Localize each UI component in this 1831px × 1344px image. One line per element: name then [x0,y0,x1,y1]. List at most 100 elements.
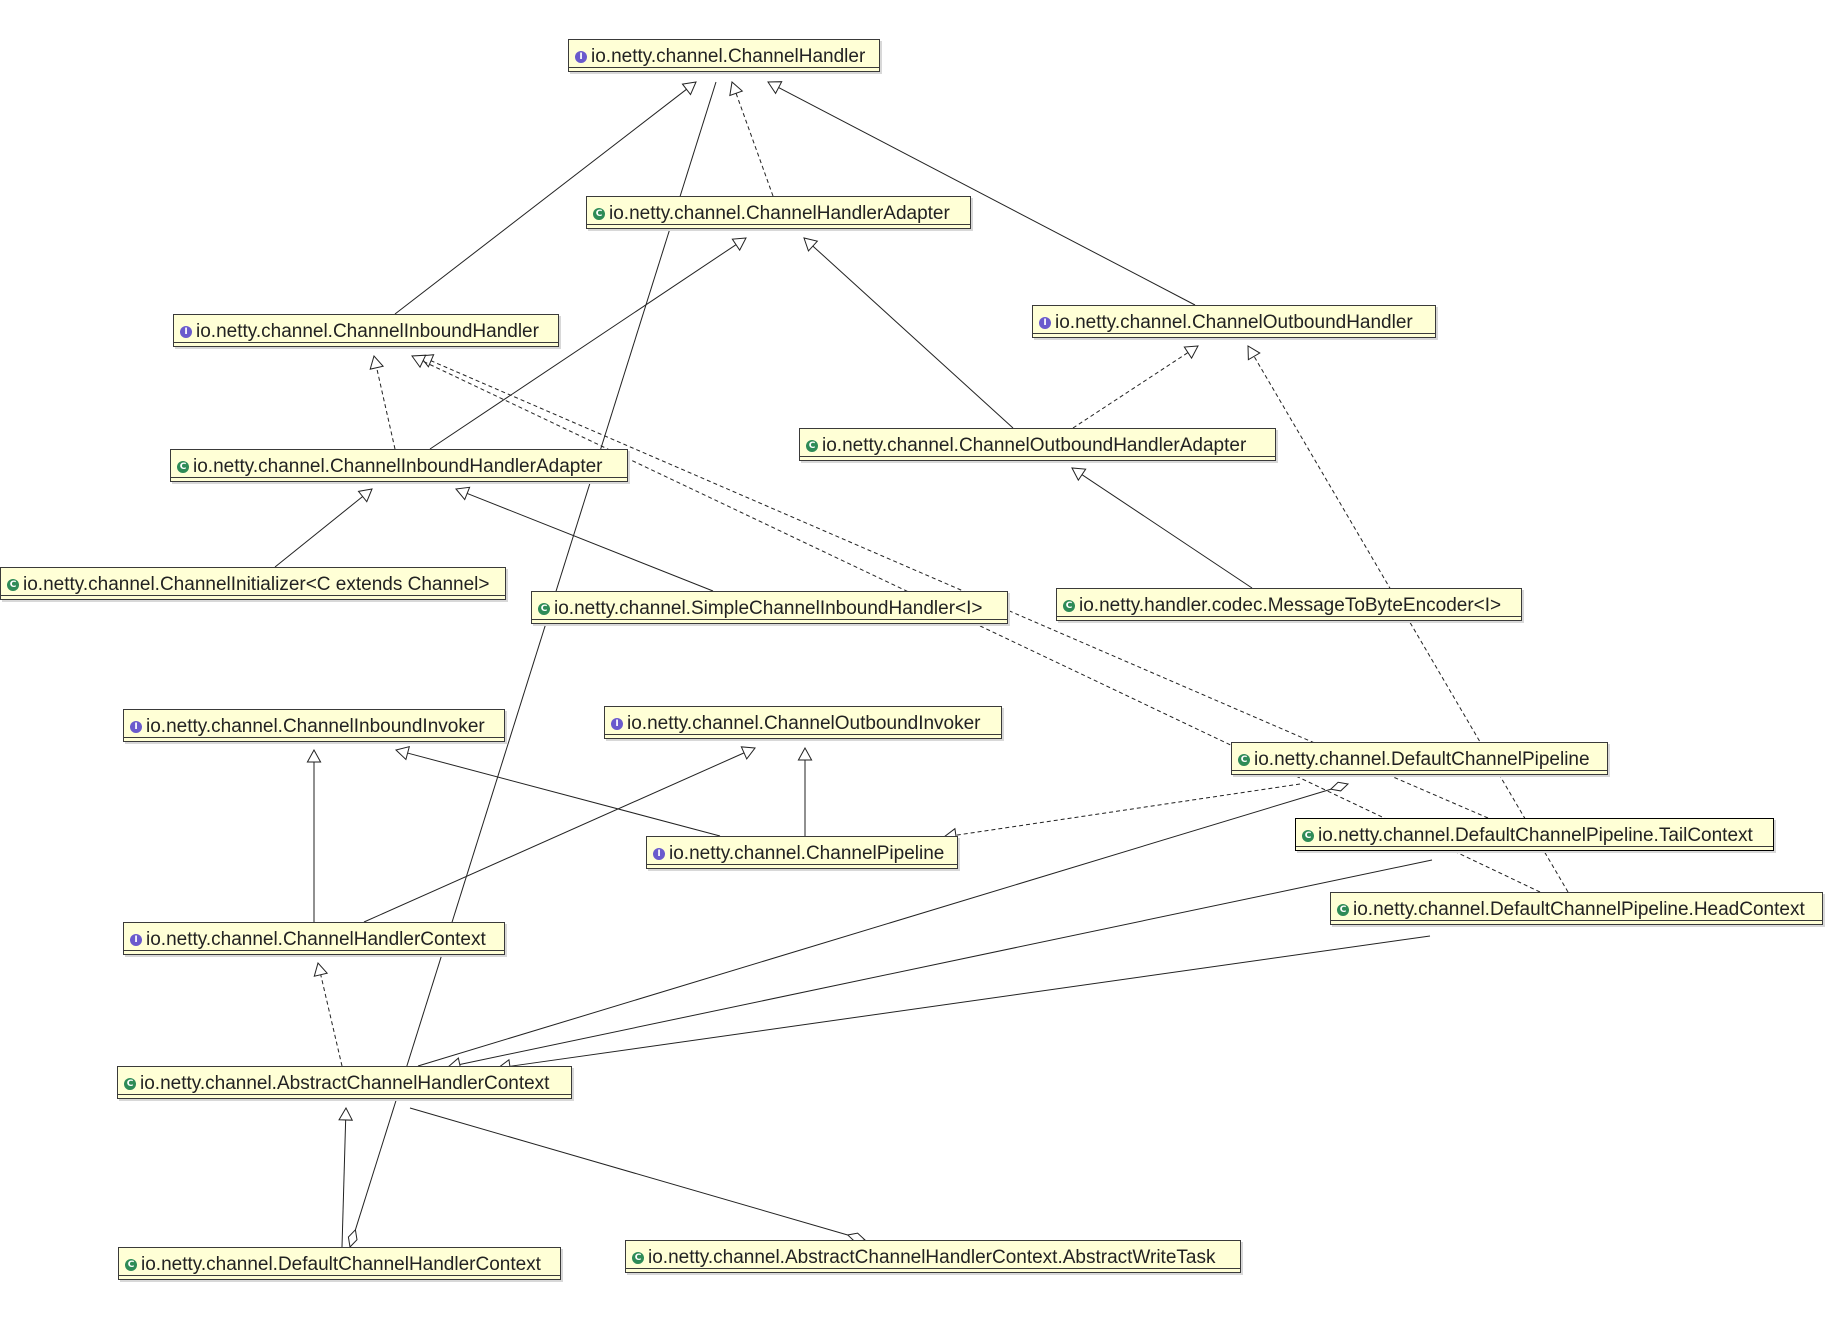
inheritance-arrowhead [729,81,744,97]
edge-extends-inbound-to-handler [394,81,697,315]
edge-aggregation-defaultCtx-to-handler [347,81,717,1249]
edge-implements-inboundAdapter-to-inbound [369,354,396,450]
interface-icon: I [611,718,623,730]
inheritance-arrowhead [369,354,385,370]
edge-implements-outboundAdapter-to-outbound [1072,345,1199,429]
class-name-label: io.netty.channel.ChannelOutboundHandlerA… [822,435,1247,456]
class-name-label: io.netty.channel.SimpleChannelInboundHan… [554,598,983,619]
inheritance-arrowhead [313,961,329,977]
class-icon: C [7,579,19,591]
inheritance-arrowhead [803,237,819,252]
interface-icon: I [653,848,665,860]
class-name-label: io.netty.channel.ChannelPipeline [669,843,945,864]
edge-extends-encoder-to-outboundAdapter [1071,467,1253,589]
edge-extends-defaultCtx-to-abstractCtx [338,1106,354,1248]
class-icon: C [1238,754,1250,766]
class-icon: C [124,1078,136,1090]
class-name-label: io.netty.channel.ChannelInboundHandlerAd… [193,456,603,477]
class-icon: C [538,603,550,615]
class-icon: C [125,1259,137,1271]
edge-aggregation-defaultPipeline-to-abstractCtx [417,781,1350,1067]
interface-icon: I [180,326,192,338]
edge-extends-pipeline-to-outboundInvoker [797,746,813,836]
class-icon: C [1337,904,1349,916]
aggregation-diamond [347,1228,358,1249]
class-name-label: io.netty.channel.DefaultChannelPipeline.… [1353,899,1805,920]
inheritance-arrowhead [306,748,322,763]
edge-extends-outbound-to-handler [767,81,1196,306]
edge-implements-defaultPipeline-to-pipeline [942,783,1301,843]
class-name-label: io.netty.channel.AbstractChannelHandlerC… [648,1247,1216,1268]
edge-extends-ctx-to-inboundInvoker [306,748,322,922]
class-name-label: io.netty.channel.ChannelOutboundInvoker [627,713,981,734]
inheritance-arrowhead [1071,467,1087,482]
class-icon: C [632,1252,644,1264]
interface-icon: I [1039,317,1051,329]
edge-extends-head-to-abstractCtx [496,935,1431,1074]
inheritance-arrowhead [338,1106,354,1121]
class-icon: C [1063,600,1075,612]
edge-extends-initializer-to-inboundAdapter [274,488,373,568]
class-icon: C [593,208,605,220]
class-name-label: io.netty.channel.ChannelInboundInvoker [146,716,485,737]
inheritance-arrowhead [394,746,410,761]
class-icon: C [806,440,818,452]
class-name-label: io.netty.channel.ChannelHandlerContext [146,929,486,950]
edge-implements-abstractCtx-to-ctx [313,961,343,1067]
class-icon: C [177,461,189,473]
edge-extends-simpleInbound-to-inboundAdapter [455,486,714,592]
edge-extends-ctx-to-outboundInvoker [363,746,756,923]
edge-extends-inboundAdapter-to-handlerAdapter [429,237,747,450]
inheritance-arrowhead [455,486,471,501]
class-icon: C [1302,830,1314,842]
inheritance-arrowhead [1247,345,1261,361]
class-name-label: io.netty.channel.DefaultChannelPipeline.… [1318,825,1753,846]
edge-implements-head-to-outbound [1247,345,1569,893]
inheritance-arrowhead [357,488,373,503]
class-name-label: io.netty.channel.ChannelInboundHandler [196,321,539,342]
aggregation-diamond [1329,781,1350,792]
class-name-label: io.netty.channel.AbstractChannelHandlerC… [140,1073,550,1094]
inheritance-arrowhead [767,81,783,95]
inheritance-arrowhead [411,354,427,369]
interface-icon: I [130,721,142,733]
interface-icon: I [130,934,142,946]
inheritance-arrowhead [740,746,756,760]
edge-extends-pipeline-to-inboundInvoker [394,746,721,837]
inheritance-arrowhead [1183,345,1199,360]
edge-extends-tail-to-abstractCtx [446,859,1433,1072]
class-name-label: io.netty.channel.ChannelInitializer<C ex… [23,574,490,595]
class-name-label: io.netty.channel.ChannelHandler [591,46,866,67]
class-name-label: io.netty.channel.ChannelHandlerAdapter [609,203,950,224]
interface-icon: I [575,51,587,63]
class-name-label: io.netty.handler.codec.MessageToByteEnco… [1079,595,1502,616]
class-name-label: io.netty.channel.DefaultChannelPipeline [1254,749,1590,770]
edge-aggregation-writeTask-to-abstractCtx [409,1107,867,1243]
edge-extends-outboundAdapter-to-handlerAdapter [803,237,1014,429]
edge-implements-handlerAdapter-to-handler [729,81,774,197]
inheritance-arrowhead [731,237,747,252]
class-name-label: io.netty.channel.DefaultChannelHandlerCo… [141,1254,541,1275]
inheritance-arrowhead [681,81,697,96]
